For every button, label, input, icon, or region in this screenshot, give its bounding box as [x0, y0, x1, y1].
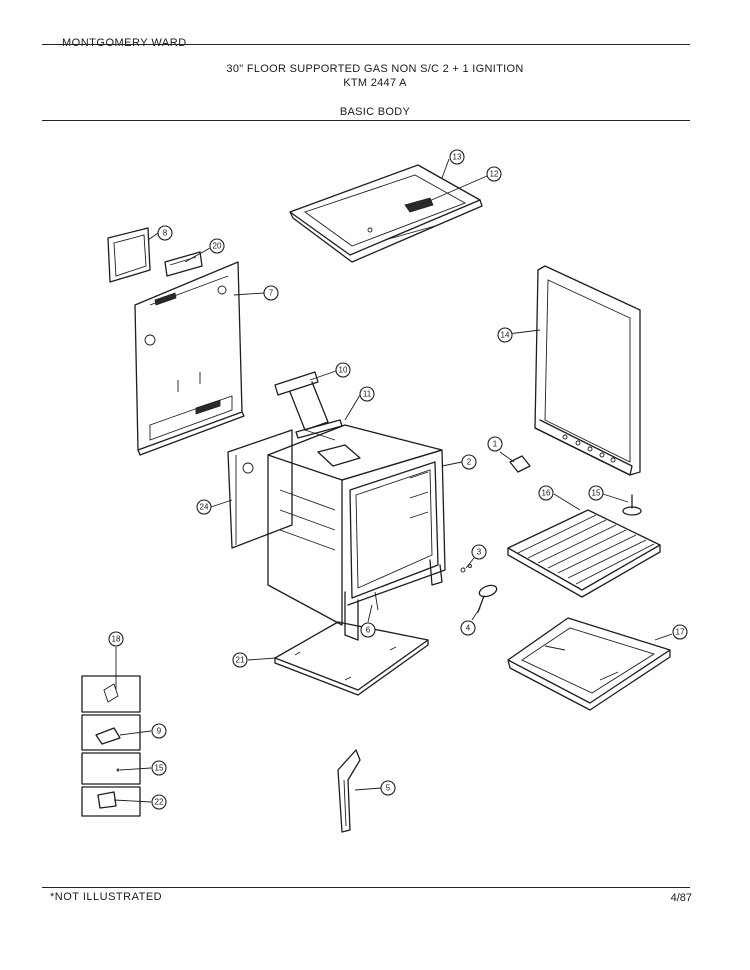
svg-text:12: 12: [490, 170, 499, 179]
svg-text:15: 15: [592, 489, 601, 498]
callout-11: 11: [359, 386, 375, 402]
callout-22: 22: [151, 794, 167, 810]
svg-text:7: 7: [269, 289, 274, 298]
model-number: KTM 2447 A: [343, 77, 407, 89]
svg-text:10: 10: [339, 366, 348, 375]
callout-2: 2: [461, 454, 477, 470]
callout-21: 21: [232, 652, 248, 668]
svg-text:15: 15: [155, 764, 164, 773]
callout-24: 24: [196, 499, 212, 515]
inset-parts: [81, 675, 141, 817]
svg-text:14: 14: [501, 331, 510, 340]
callout-4: 4: [460, 620, 476, 636]
oven-body: [267, 424, 446, 641]
svg-text:21: 21: [236, 656, 245, 665]
callout-10: 10: [335, 362, 351, 378]
svg-text:13: 13: [453, 153, 462, 162]
leader-lines: [113, 158, 673, 803]
broiler-pan: [507, 617, 671, 711]
svg-text:24: 24: [200, 503, 209, 512]
section-title: BASIC BODY: [339, 106, 411, 118]
not-illustrated-note: *NOT ILLUSTRATED: [50, 891, 163, 903]
svg-text:4: 4: [466, 624, 471, 633]
back-panel: [134, 261, 245, 456]
callout-17: 17: [672, 624, 688, 640]
callout-9: 9: [151, 723, 167, 739]
callout-14: 14: [497, 327, 513, 343]
bottom-plate: [274, 621, 429, 696]
callout-18: 18: [108, 631, 124, 647]
svg-text:6: 6: [366, 626, 371, 635]
header-rule-top: [42, 44, 690, 45]
oven-rack: [507, 509, 661, 598]
callout-13: 13: [449, 149, 465, 165]
header-rule-bottom: [42, 120, 690, 121]
callout-1: 1: [487, 436, 503, 452]
callout-6: 6: [360, 622, 376, 638]
side-panel: [227, 429, 293, 549]
fitting-1: [509, 455, 531, 473]
knob-4: [477, 584, 498, 613]
callout-7: 7: [263, 285, 279, 301]
svg-text:18: 18: [112, 635, 121, 644]
leveling-leg: [622, 494, 642, 516]
callout-20: 20: [209, 238, 225, 254]
svg-text:16: 16: [542, 489, 551, 498]
callout-15-leg: 15: [588, 485, 604, 501]
top-panel: [289, 164, 483, 263]
callout-8: 8: [157, 225, 173, 241]
diagram-title: 30" FLOOR SUPPORTED GAS NON S/C 2 + 1 IG…: [226, 63, 524, 75]
footer-rule: [42, 887, 690, 888]
callout-12: 12: [486, 166, 502, 182]
svg-text:5: 5: [386, 784, 391, 793]
cover-plate: [107, 227, 151, 283]
svg-text:2: 2: [467, 458, 472, 467]
small-parts: [374, 564, 472, 611]
revision-date: 4/87: [670, 892, 692, 904]
svg-text:9: 9: [157, 727, 162, 736]
svg-text:22: 22: [155, 798, 164, 807]
svg-text:8: 8: [163, 229, 168, 238]
svg-text:20: 20: [213, 242, 222, 251]
callout-5: 5: [380, 780, 396, 796]
svg-text:3: 3: [477, 548, 482, 557]
callout-15-inset: 15: [151, 760, 167, 776]
callout-3: 3: [471, 544, 487, 560]
svg-text:1: 1: [493, 440, 498, 449]
broiler-handle: [337, 749, 361, 833]
svg-text:17: 17: [676, 628, 685, 637]
svg-text:11: 11: [363, 390, 372, 399]
callout-16: 16: [538, 485, 554, 501]
door-frame: [534, 265, 641, 476]
brand-name: MONTGOMERY WARD: [62, 37, 187, 49]
